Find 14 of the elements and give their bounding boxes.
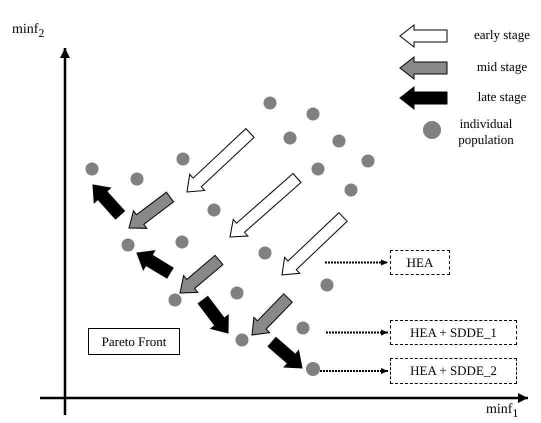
- legend-label: late stage: [476, 89, 528, 105]
- method-box: HEA + SDDE_1: [390, 320, 517, 345]
- label-box: Pareto Front: [88, 328, 180, 355]
- legend-label: individual population: [457, 116, 515, 148]
- legend-label: mid stage: [476, 59, 528, 75]
- method-box: HEA + SDDE_2: [390, 358, 517, 384]
- legend-label: early stage: [473, 27, 531, 43]
- population-dot: [306, 362, 320, 376]
- dotted-arrow: [326, 330, 388, 336]
- dotted-arrow: [320, 368, 388, 374]
- axis-label: minf$_{2}$: [12, 22, 44, 40]
- axis-label: minf$_{1}$: [486, 402, 518, 420]
- method-box: HEA: [390, 250, 450, 275]
- dotted-arrow: [325, 260, 388, 266]
